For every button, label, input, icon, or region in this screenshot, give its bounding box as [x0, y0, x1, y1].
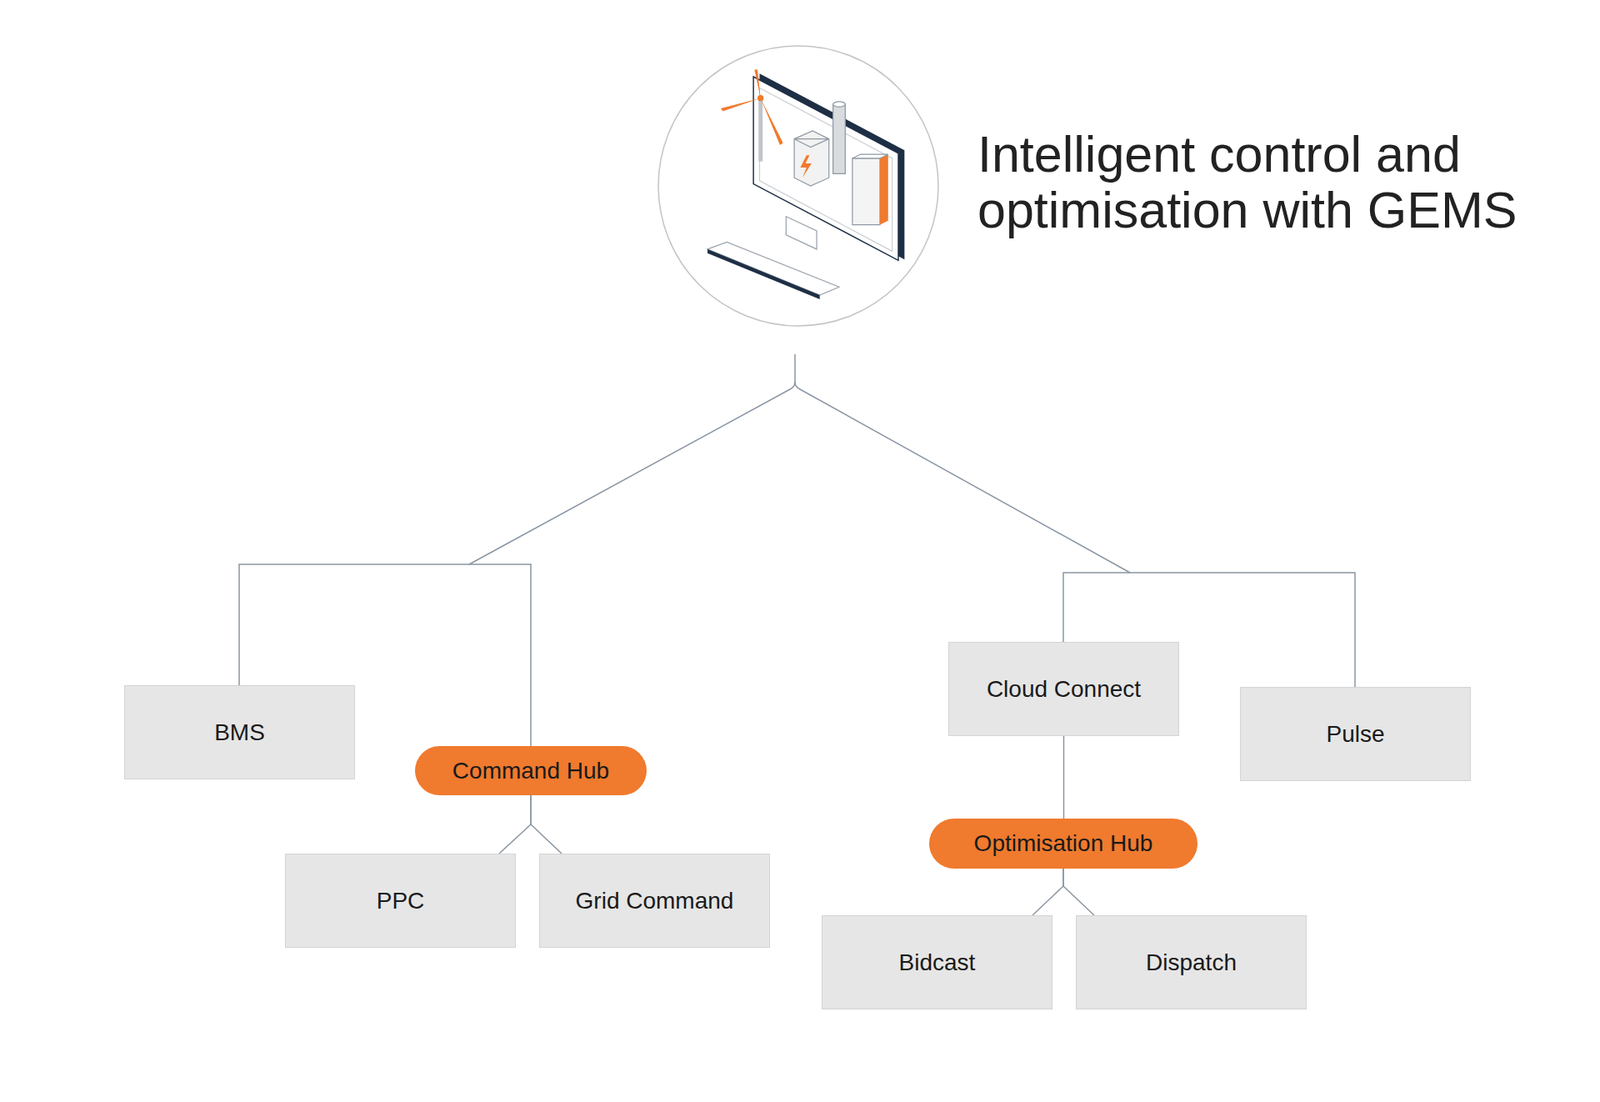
node-label: Optimisation Hub: [967, 830, 1160, 857]
screen-inner: [759, 87, 892, 251]
battery-side: [880, 154, 889, 225]
keyboard: [707, 241, 840, 295]
monitor-illustration: [707, 69, 905, 300]
branch-line: [469, 354, 795, 565]
monitor-screen: [753, 76, 899, 260]
tree-lines: [239, 354, 1355, 746]
icon: [658, 45, 939, 326]
node-label: Grid Command: [569, 887, 741, 915]
transformer-box: [794, 130, 830, 186]
monitor-stand: [785, 216, 817, 250]
node-label: Bidcast: [892, 949, 983, 976]
keyboard-edge: [707, 249, 820, 300]
node-label: Cloud Connect: [980, 675, 1148, 703]
module-box: Cloud Connect: [948, 641, 1180, 736]
node-label: Pulse: [1319, 720, 1391, 748]
module-box: PPC: [285, 853, 516, 948]
node-label: Command Hub: [445, 757, 616, 785]
module-box: BMS: [124, 685, 355, 780]
chimney-top: [833, 101, 846, 107]
node-label: PPC: [370, 887, 432, 915]
transformer-top: [794, 139, 830, 148]
node-label: BMS: [207, 719, 272, 746]
module-box: Grid Command: [539, 853, 770, 948]
turbine-blade: [760, 98, 784, 145]
chimney: [833, 104, 846, 174]
tree-connector: [1032, 868, 1064, 915]
branch-line: [795, 381, 1130, 573]
module-box: Dispatch: [1075, 915, 1307, 1010]
hub-pill: Optimisation Hub: [929, 818, 1198, 869]
turbine-hub: [757, 95, 764, 101]
diagram-title: Intelligent control and optimisation wit…: [977, 126, 1561, 239]
node-label: Dispatch: [1139, 949, 1244, 976]
tree-connector: [1063, 868, 1095, 915]
icon-circle: [658, 45, 939, 326]
battery-top: [852, 154, 889, 159]
battery: [852, 158, 880, 225]
tree-connector: [530, 795, 562, 854]
tree-connector: [1063, 735, 1065, 819]
turbine-tower: [758, 98, 763, 162]
tree-connector: [499, 795, 531, 854]
turbine-blade: [720, 98, 761, 112]
lightning-symbol: [800, 155, 811, 178]
module-box: Bidcast: [821, 915, 1053, 1010]
module-box: Pulse: [1240, 686, 1471, 781]
hub-pill: Command Hub: [415, 745, 647, 795]
turbine-blade: [754, 69, 760, 98]
